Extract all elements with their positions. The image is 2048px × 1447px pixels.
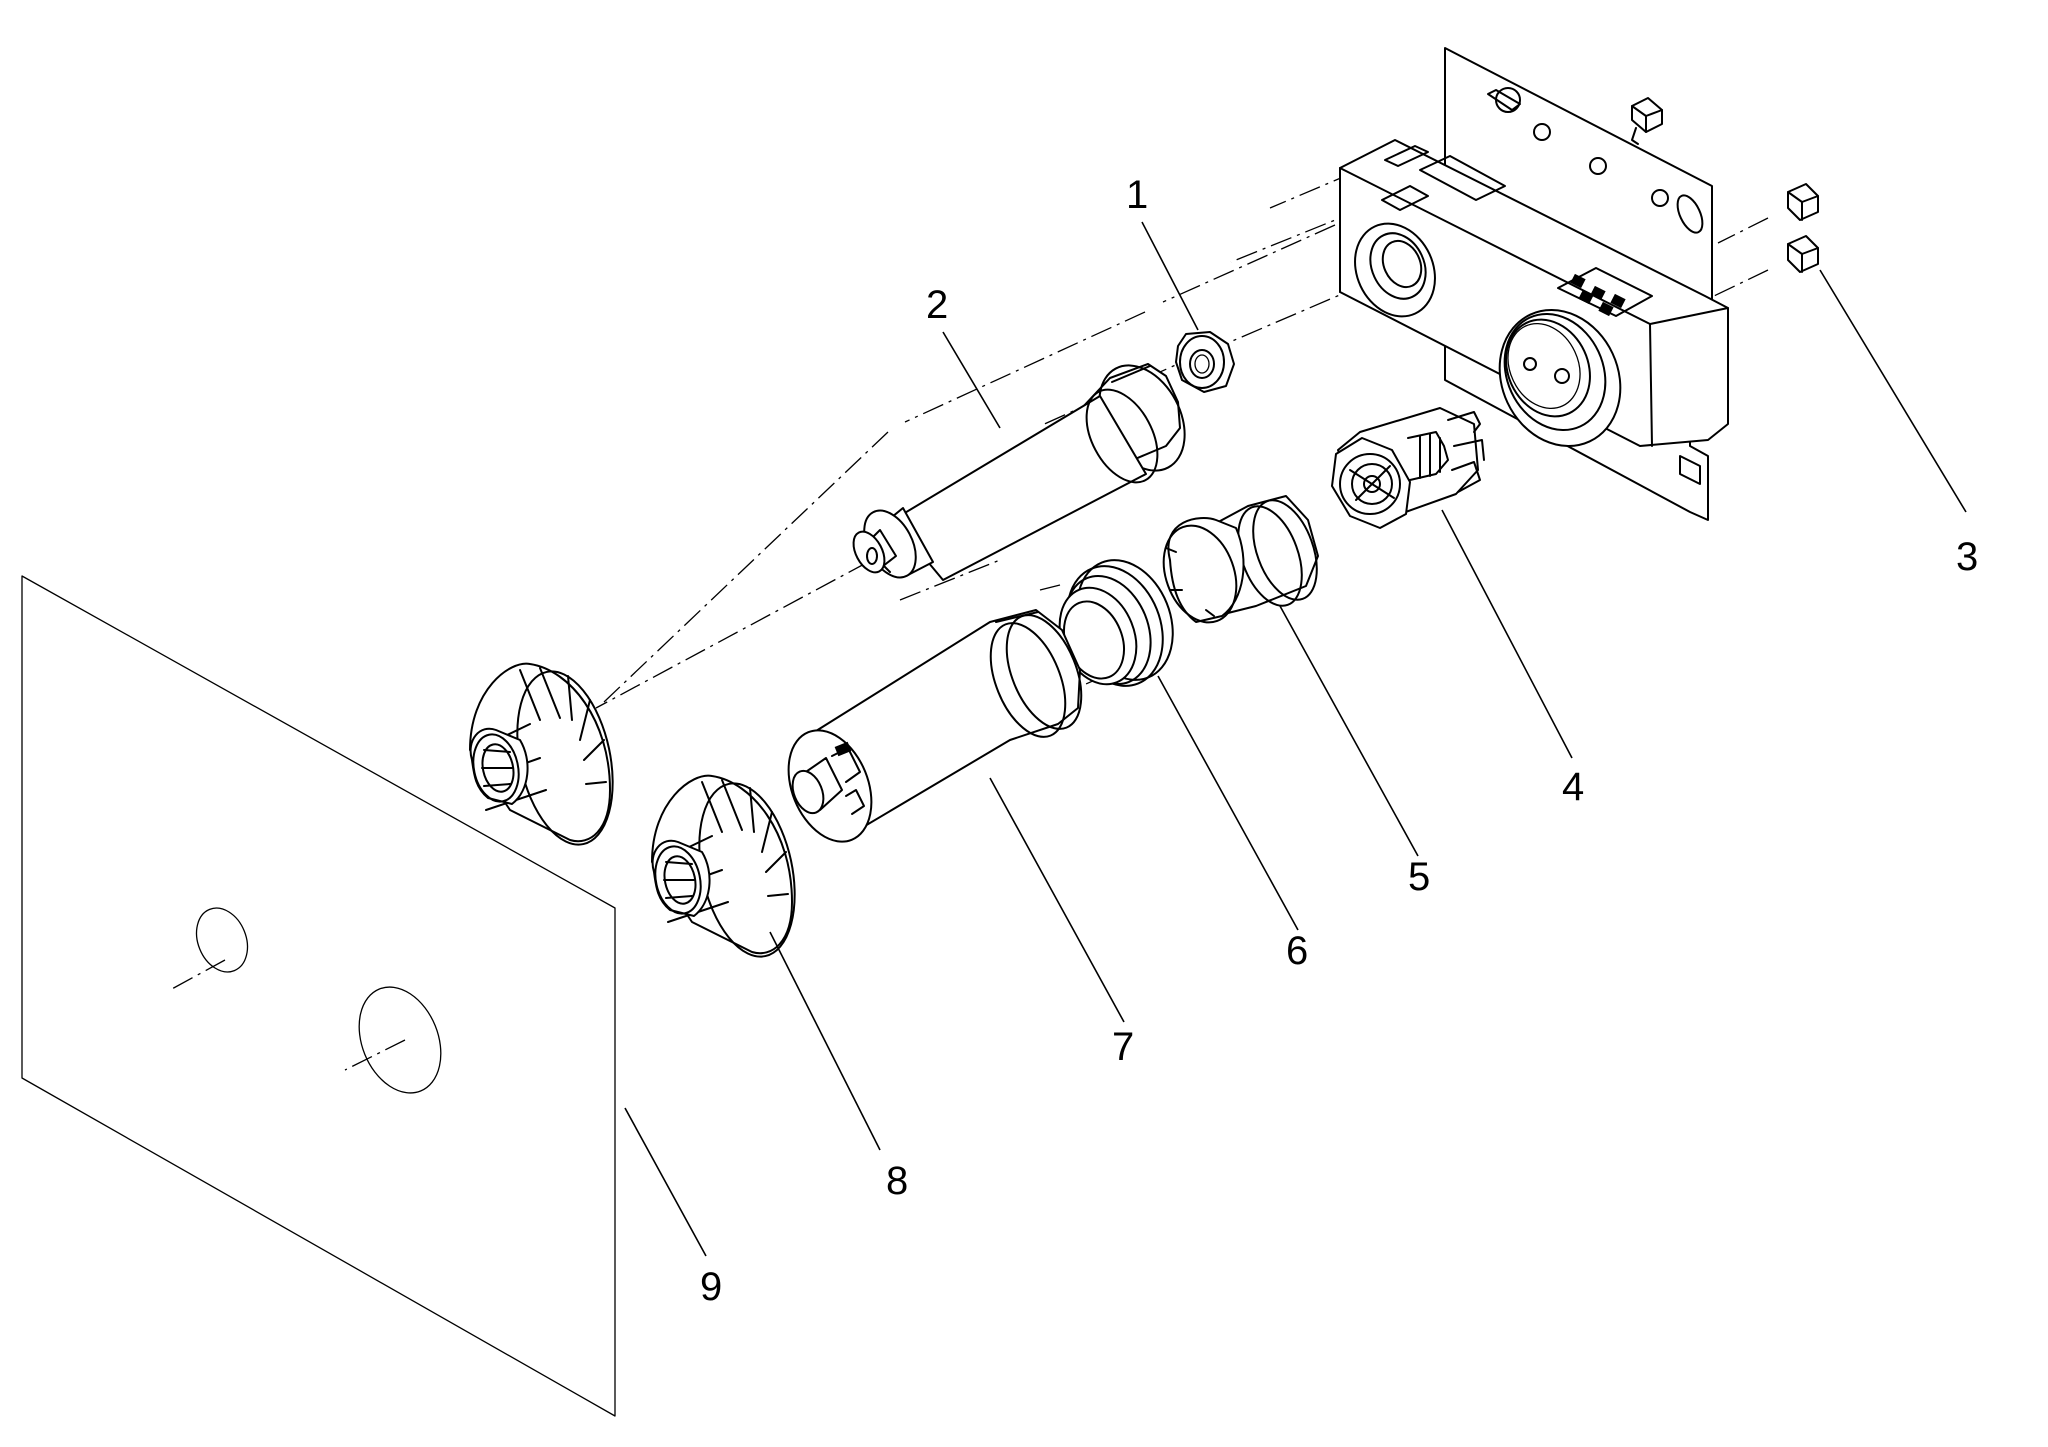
part-4-valve-insert [1331, 407, 1485, 529]
part-8-rosette-lower [651, 774, 796, 958]
part-5-sleeve [1162, 495, 1319, 624]
part-1-nut [1175, 331, 1235, 393]
leader-lines [624, 221, 1967, 1257]
part-7-cartridge [787, 609, 1083, 843]
part-6-ring [1058, 559, 1174, 687]
callout-5: 5 [1408, 855, 1430, 899]
callout-6: 6 [1286, 929, 1308, 973]
brand-logo-icon [1570, 273, 1626, 317]
callout-4: 4 [1562, 765, 1584, 809]
callout-8: 8 [886, 1159, 908, 1203]
callout-9: 9 [700, 1265, 722, 1309]
mounting-screw-mid [1787, 183, 1819, 221]
part-8-rosette-upper [469, 662, 614, 846]
callout-labels: 1 2 3 4 5 6 7 8 9 [700, 173, 1978, 1309]
part-2-long-cartridge [852, 363, 1186, 581]
part-9-cover-plate [21, 575, 616, 1417]
mounting-screw-bottom [1787, 235, 1819, 273]
part-3-mounting-housing [1339, 47, 1819, 521]
callout-7: 7 [1112, 1025, 1134, 1069]
callout-2: 2 [926, 283, 948, 327]
callout-3: 3 [1956, 535, 1978, 579]
callout-1: 1 [1126, 173, 1148, 217]
mounting-screw-top [1631, 97, 1663, 145]
